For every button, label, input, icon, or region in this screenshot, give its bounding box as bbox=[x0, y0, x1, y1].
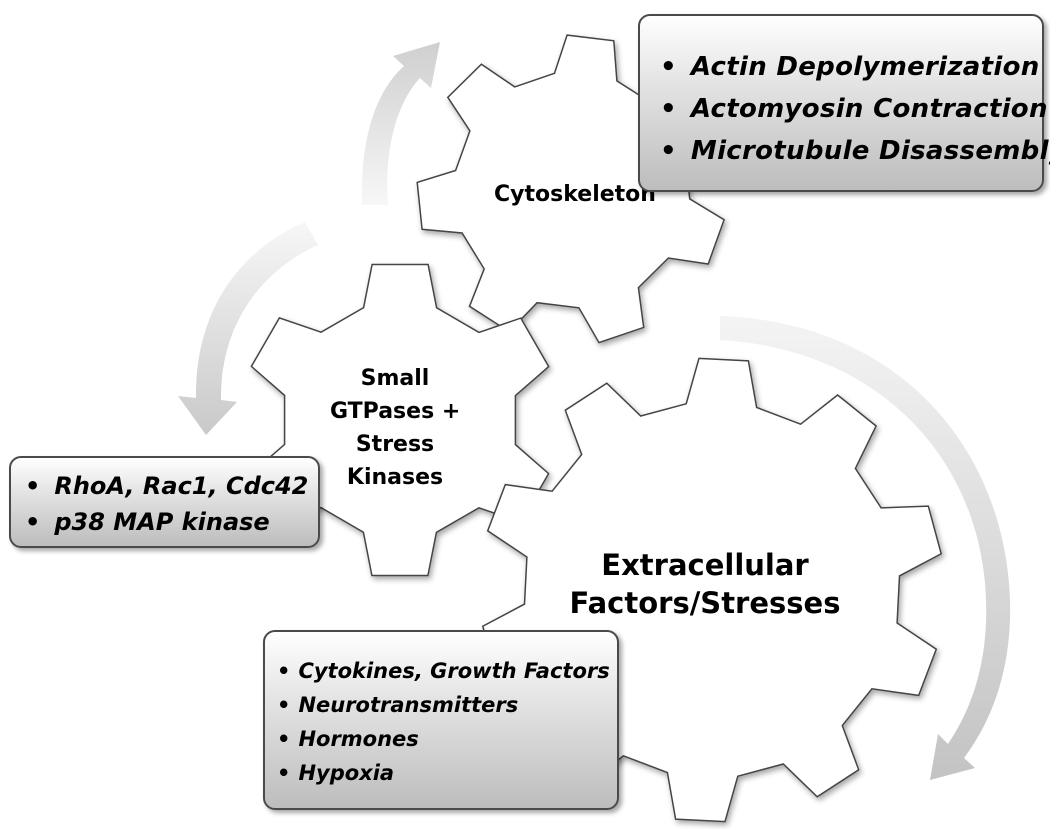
gtpases-callout: RhoA, Rac1, Cdc42 p38 MAP kinase bbox=[9, 456, 320, 548]
callout-list-item: Neurotransmitters bbox=[277, 688, 617, 722]
gtpases-label-line: Small bbox=[360, 366, 430, 391]
gtpases-gear-label: Small GTPases + Stress Kinases bbox=[330, 362, 460, 494]
cycle-arrow-left-icon bbox=[178, 222, 318, 435]
gtpases-label-line: Stress bbox=[355, 432, 435, 457]
cytoskeleton-callout: Actin Depolymerization Actomyosin Contra… bbox=[638, 14, 1050, 192]
extracellular-label-line: Extracellular bbox=[601, 548, 809, 582]
callout-list-item: Hypoxia bbox=[277, 756, 617, 790]
cycle-arrow-right-icon bbox=[720, 316, 1011, 780]
callout-list-item: Actomyosin Contraction bbox=[660, 88, 1048, 130]
extracellular-gear-label: Extracellular Factors/Stresses bbox=[560, 546, 850, 622]
callout-list-item: Hormones bbox=[277, 722, 617, 756]
gtpases-label-line: Kinases bbox=[346, 465, 444, 490]
gtpases-gear bbox=[250, 263, 550, 577]
callout-list-item: Actin Depolymerization bbox=[660, 46, 1042, 88]
cytoskeleton-label-line: Cytoskeleton bbox=[494, 182, 656, 207]
cycle-arrow-up-icon bbox=[361, 42, 440, 205]
callout-list-item: p38 MAP kinase bbox=[25, 504, 318, 540]
cytoskeleton-callout-list: Actin Depolymerization Actomyosin Contra… bbox=[660, 46, 1050, 172]
callout-list-item: Cytokines, Growth Factors bbox=[277, 654, 617, 688]
extracellular-callout: Cytokines, Growth Factors Neurotransmitt… bbox=[263, 630, 619, 810]
callout-list-item: RhoA, Rac1, Cdc42 bbox=[25, 468, 318, 504]
gtpases-label-line: GTPases + bbox=[330, 399, 461, 424]
extracellular-label-line: Factors/Stresses bbox=[569, 586, 841, 620]
callout-list-item: Microtubule Disassembly bbox=[660, 130, 1050, 172]
cytoskeleton-gear-label: Cytoskeleton bbox=[470, 182, 680, 208]
extracellular-callout-list: Cytokines, Growth Factors Neurotransmitt… bbox=[277, 654, 617, 790]
gtpases-callout-list: RhoA, Rac1, Cdc42 p38 MAP kinase bbox=[25, 468, 318, 540]
